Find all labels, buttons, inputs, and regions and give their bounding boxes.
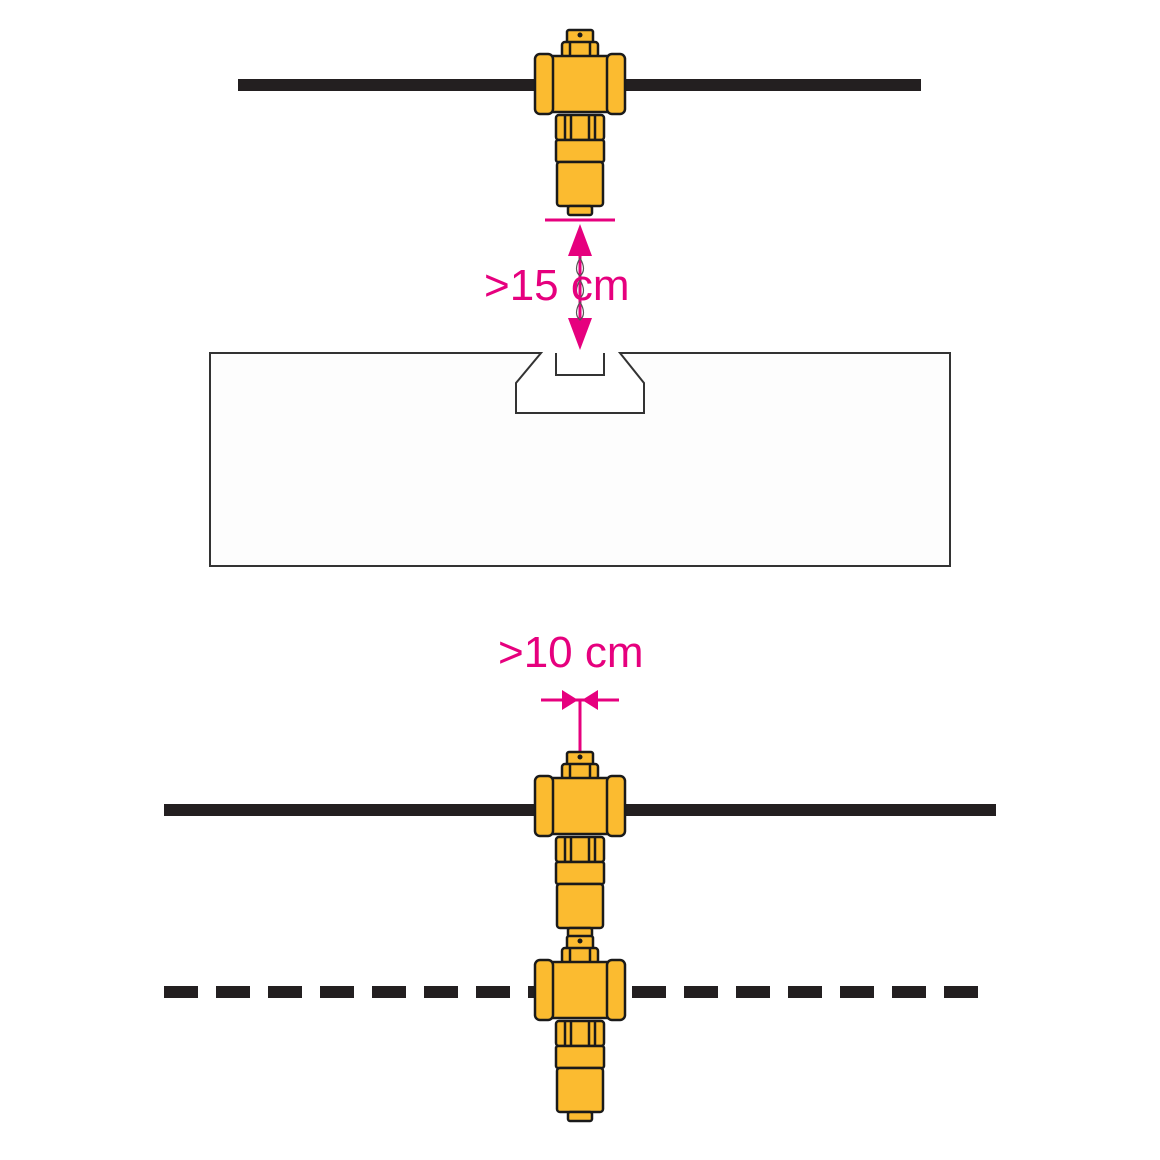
horizontal-clearance-label: >10 cm bbox=[498, 628, 644, 677]
top-valve bbox=[533, 28, 627, 217]
vertical-clearance-dimension bbox=[545, 218, 615, 350]
bottom-valve bbox=[533, 934, 627, 1123]
vertical-clearance-label: >15 cm bbox=[484, 261, 630, 310]
mounting-block bbox=[209, 352, 951, 567]
horizontal-clearance-dimension bbox=[541, 690, 619, 752]
middle-valve bbox=[533, 750, 627, 939]
water-drop-icon bbox=[575, 256, 585, 321]
block-notch bbox=[555, 353, 605, 376]
